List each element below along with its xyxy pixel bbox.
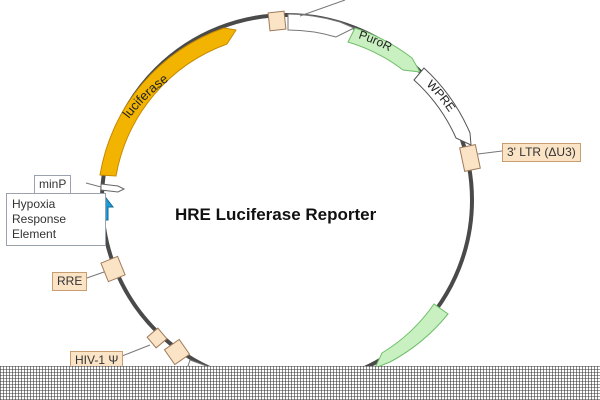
hre-callout-line-1: Hypoxia — [12, 197, 56, 211]
map-title: HRE Luciferase Reporter — [175, 205, 377, 224]
dithered-bottom-band — [0, 366, 600, 400]
ltr3-feature — [459, 144, 481, 172]
luciferase-feature-arrow — [99, 27, 237, 177]
hre-callout-line-2: Response — [12, 212, 67, 226]
hiv-psi-feature-b — [163, 338, 191, 366]
hre-callout: Hypoxia Response Element — [6, 193, 106, 246]
hiv-psi-feature-a — [146, 327, 168, 349]
hiv-psi-connector — [121, 344, 151, 357]
hre-callout-line-3: Element — [12, 227, 57, 241]
ltr3-callout: 3' LTR (ΔU3) — [502, 143, 581, 162]
ltr3-connector — [477, 150, 503, 155]
top-white-feature-arrow — [287, 13, 356, 38]
rre-callout: RRE — [52, 272, 88, 291]
puror-feature-arrow — [347, 27, 421, 73]
rre-feature — [100, 255, 126, 283]
minp-callout: minP — [34, 175, 72, 194]
top-element-small — [267, 10, 287, 32]
minp-connector — [85, 182, 102, 188]
lower-right-green-feature-arrow — [374, 303, 449, 369]
top-callout-leader — [299, 0, 346, 17]
minp-feature — [100, 183, 126, 193]
wpre-feature-arrow — [413, 67, 472, 146]
